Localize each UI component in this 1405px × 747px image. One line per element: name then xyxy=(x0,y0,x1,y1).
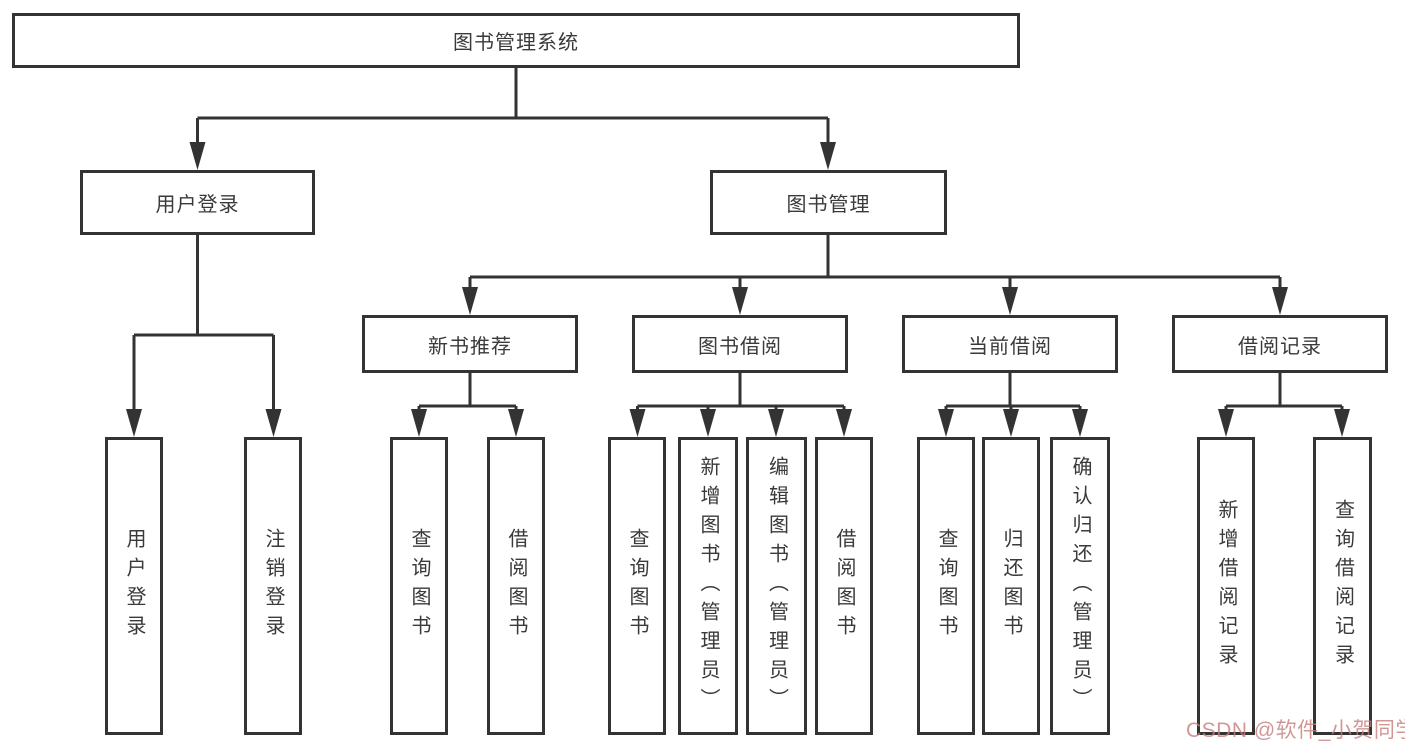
leaf-query-books-borrowing: 查询图书 xyxy=(608,437,666,735)
node-label: 新书推荐 xyxy=(428,335,512,358)
node-borrowing-records: 借阅记录 xyxy=(1172,315,1388,373)
arrow-icon xyxy=(411,409,427,437)
arrow-icon xyxy=(1003,409,1019,437)
arrow-icon xyxy=(1072,409,1088,437)
node-book-management: 图书管理 xyxy=(710,170,947,235)
arrow-icon xyxy=(1002,287,1018,315)
leaf-add-book-admin: 新增图书（管理员） xyxy=(678,437,738,735)
arrow-icon xyxy=(700,409,716,437)
arrow-icon xyxy=(189,142,206,170)
leaf-borrow-books-borrowing: 借阅图书 xyxy=(815,437,873,735)
leaf-label: 查询图书 xyxy=(408,528,430,644)
leaf-label: 新增图书（管理员） xyxy=(697,455,719,717)
node-current-borrowing: 当前借阅 xyxy=(902,315,1118,373)
leaf-confirm-return-admin: 确认归还（管理员） xyxy=(1050,437,1110,735)
arrow-icon xyxy=(820,142,836,170)
leaf-logout: 注销登录 xyxy=(244,437,302,735)
node-label: 图书借阅 xyxy=(698,335,782,358)
leaf-label: 借阅图书 xyxy=(833,528,855,644)
leaf-label: 查询借阅记录 xyxy=(1331,499,1354,673)
leaf-label: 新增借阅记录 xyxy=(1215,499,1237,673)
node-label: 用户登录 xyxy=(155,194,240,216)
arrow-icon xyxy=(462,287,478,315)
leaf-query-borrow-record: 查询借阅记录 xyxy=(1313,437,1372,735)
node-label: 图书管理系统 xyxy=(453,32,579,54)
arrow-icon xyxy=(1218,409,1234,437)
node-user-login: 用户登录 xyxy=(80,170,315,235)
leaf-edit-book-admin: 编辑图书（管理员） xyxy=(746,437,807,735)
leaf-query-books-current: 查询图书 xyxy=(917,437,975,735)
node-book-management-system: 图书管理系统 xyxy=(12,13,1020,68)
arrow-icon xyxy=(508,409,524,437)
leaf-label: 借阅图书 xyxy=(505,528,527,644)
node-label: 图书管理 xyxy=(786,194,871,216)
arrow-icon xyxy=(836,409,852,437)
node-new-book-recommend: 新书推荐 xyxy=(362,315,578,373)
leaf-label: 查询图书 xyxy=(626,528,648,644)
leaf-query-books-recommend: 查询图书 xyxy=(390,437,448,735)
arrow-icon xyxy=(1272,287,1288,315)
leaf-label: 编辑图书（管理员） xyxy=(765,455,788,717)
arrow-icon xyxy=(732,287,748,315)
node-label: 当前借阅 xyxy=(968,335,1052,358)
leaf-label: 查询图书 xyxy=(935,528,957,644)
leaf-label: 归还图书 xyxy=(1000,528,1022,644)
arrow-icon xyxy=(1334,409,1350,437)
leaf-label: 用户登录 xyxy=(123,528,145,644)
leaf-label: 确认归还（管理员） xyxy=(1069,455,1091,717)
leaf-label: 注销登录 xyxy=(262,528,284,644)
arrow-icon xyxy=(768,409,784,437)
node-label: 借阅记录 xyxy=(1238,335,1322,358)
arrow-icon xyxy=(126,409,142,437)
arrow-icon xyxy=(629,409,646,437)
node-book-borrowing: 图书借阅 xyxy=(632,315,848,373)
leaf-add-borrow-record: 新增借阅记录 xyxy=(1197,437,1255,735)
leaf-user-login: 用户登录 xyxy=(105,437,163,735)
arrow-icon xyxy=(938,409,954,437)
leaf-borrow-books-recommend: 借阅图书 xyxy=(487,437,545,735)
arrow-icon xyxy=(265,409,282,437)
leaf-return-books: 归还图书 xyxy=(982,437,1040,735)
watermark-text: CSDN @软件_小贺同学 xyxy=(1186,719,1405,742)
